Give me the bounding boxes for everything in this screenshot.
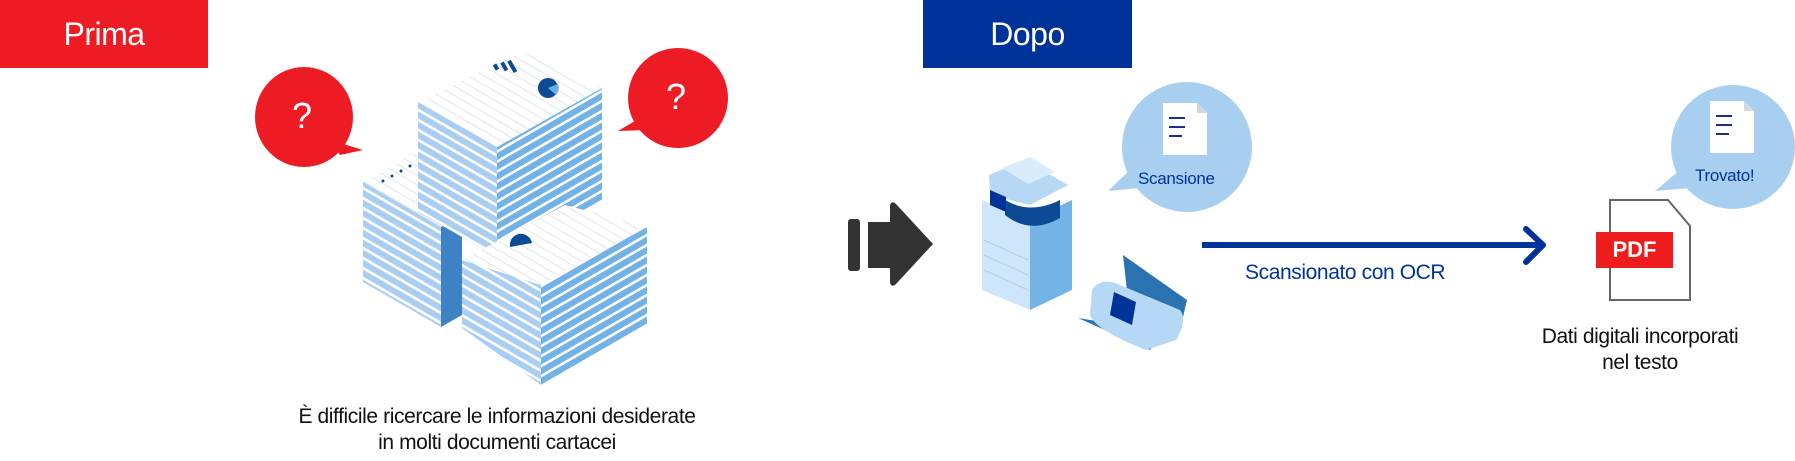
document-icon xyxy=(1710,101,1754,153)
pdf-file-icon xyxy=(1596,199,1691,301)
question-bubble-left xyxy=(255,67,363,167)
printer-icon xyxy=(982,157,1072,310)
question-mark-left: ? xyxy=(292,95,313,136)
question-mark-right: ? xyxy=(666,76,687,117)
pdf-label: PDF xyxy=(1612,237,1657,262)
after-caption-line2: nel testo xyxy=(1602,351,1678,374)
transition-arrow-icon xyxy=(848,202,933,286)
document-icon xyxy=(1163,103,1207,155)
found-bubble xyxy=(1655,85,1795,209)
after-caption-line1: Dati digitali incorporati xyxy=(1541,325,1739,348)
scan-bubble-text: Scansione xyxy=(1138,169,1215,188)
found-bubble-text: Trovato! xyxy=(1695,166,1755,185)
after-caption: Dati digitali incorporati nel testo xyxy=(1490,324,1790,376)
before-caption: È difficile ricercare le informazioni de… xyxy=(197,404,797,456)
ocr-arrow-icon xyxy=(1202,226,1546,265)
question-bubble-right xyxy=(618,48,728,148)
scanner-icon xyxy=(1078,255,1187,350)
paper-stacks-icon xyxy=(363,52,647,385)
after-label: Dopo xyxy=(923,0,1132,68)
before-label: Prima xyxy=(0,0,208,68)
before-caption-line1: È difficile ricercare le informazioni de… xyxy=(298,405,696,428)
ocr-arrow-label: Scansionato con OCR xyxy=(1245,261,1446,284)
before-caption-line2: in molti documenti cartacei xyxy=(378,431,616,454)
scan-bubble xyxy=(1108,82,1252,212)
